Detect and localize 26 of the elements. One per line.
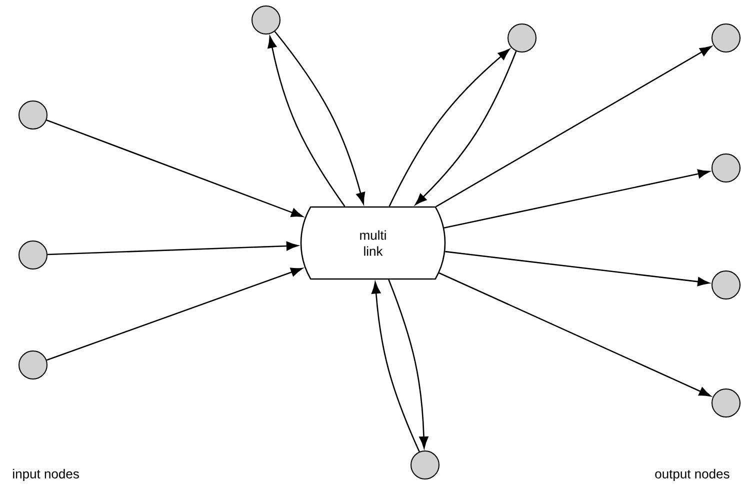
arrow	[415, 51, 517, 206]
link-box: multi link	[300, 206, 446, 280]
arrow	[46, 119, 304, 218]
arrow	[274, 31, 366, 204]
circle-node	[712, 388, 740, 418]
circle-node	[712, 153, 740, 182]
arrow	[372, 282, 420, 452]
arrow	[438, 272, 711, 396]
arrow	[46, 268, 303, 361]
arrow	[436, 46, 712, 208]
circle-node	[410, 450, 440, 480]
arrow	[445, 250, 710, 286]
arrow	[47, 241, 298, 256]
arrow	[388, 279, 428, 448]
circle-node	[18, 350, 48, 380]
group-label: input nodes	[13, 468, 79, 482]
circle-node	[712, 24, 740, 52]
circle-node	[508, 24, 536, 52]
arrow	[268, 36, 346, 207]
arrow	[388, 48, 510, 207]
circle-node	[18, 100, 48, 130]
arrow	[444, 169, 710, 229]
circle-node	[18, 240, 48, 270]
group-label: output nodes	[655, 468, 730, 482]
circle-node	[252, 6, 280, 34]
circle-node	[712, 270, 740, 300]
